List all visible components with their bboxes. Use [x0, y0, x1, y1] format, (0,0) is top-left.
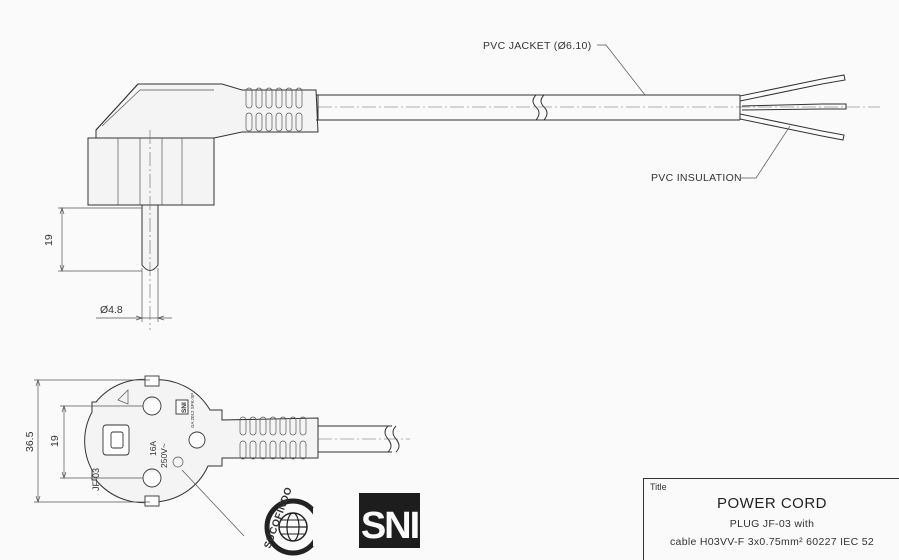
cable-conductors	[739, 74, 847, 141]
sni-logo-text: SNI	[361, 505, 419, 547]
dimension-36-5: 36.5	[24, 378, 150, 504]
dim-pin-label: Ø4.8	[100, 304, 123, 316]
triangle-cert-mark-icon	[117, 389, 129, 405]
label-pvc-insulation: PVC INSULATION	[651, 125, 791, 184]
label-pvc-jacket: PVC JACKET (Ø6.10)	[483, 40, 646, 96]
pvc-jacket-label: PVC JACKET (Ø6.10)	[483, 40, 592, 52]
sucofindo-logo: SUCOFINDO	[262, 486, 322, 556]
dim-19-bottom-label: 19	[49, 435, 61, 447]
dimension-pin-diameter: Ø4.8	[96, 268, 172, 322]
dim-36-5-label: 36.5	[24, 431, 36, 452]
dim-19-top-label: 19	[43, 234, 55, 246]
sni-mini-logo	[175, 399, 189, 415]
dimension-19-bottom: 19	[49, 404, 143, 480]
title-block-label: Title	[650, 482, 667, 492]
plug-face-view: SNI GA 2012 SPK-SP JF-03 16A 250V~	[84, 375, 319, 507]
drawing-subtitle-line1: PLUG JF-03 with	[729, 518, 815, 530]
small-cert-circle-icon	[172, 456, 184, 468]
dimension-19-top: 19	[43, 206, 142, 273]
drawing-subtitle-line2: cable H03VV-F 3x0.75mm² 60227 IEC 52	[670, 536, 874, 548]
face-model-text: JF-03	[91, 468, 101, 491]
face-current-text: 16A	[148, 441, 158, 456]
cable-jacket	[316, 94, 880, 121]
drawing-title: POWER CORD	[717, 495, 827, 512]
sni-logo: SNI	[359, 493, 421, 548]
pvc-insulation-label: PVC INSULATION	[651, 172, 742, 184]
cable-bottom	[318, 425, 410, 453]
face-approval-text: GA 2012 SPK-SP	[190, 393, 195, 428]
face-sni-text: SNI	[181, 402, 188, 413]
plug-side-view	[87, 83, 319, 330]
face-voltage-text: 250V~	[159, 443, 169, 468]
title-block: Title POWER CORD PLUG JF-03 with cable H…	[643, 478, 899, 560]
